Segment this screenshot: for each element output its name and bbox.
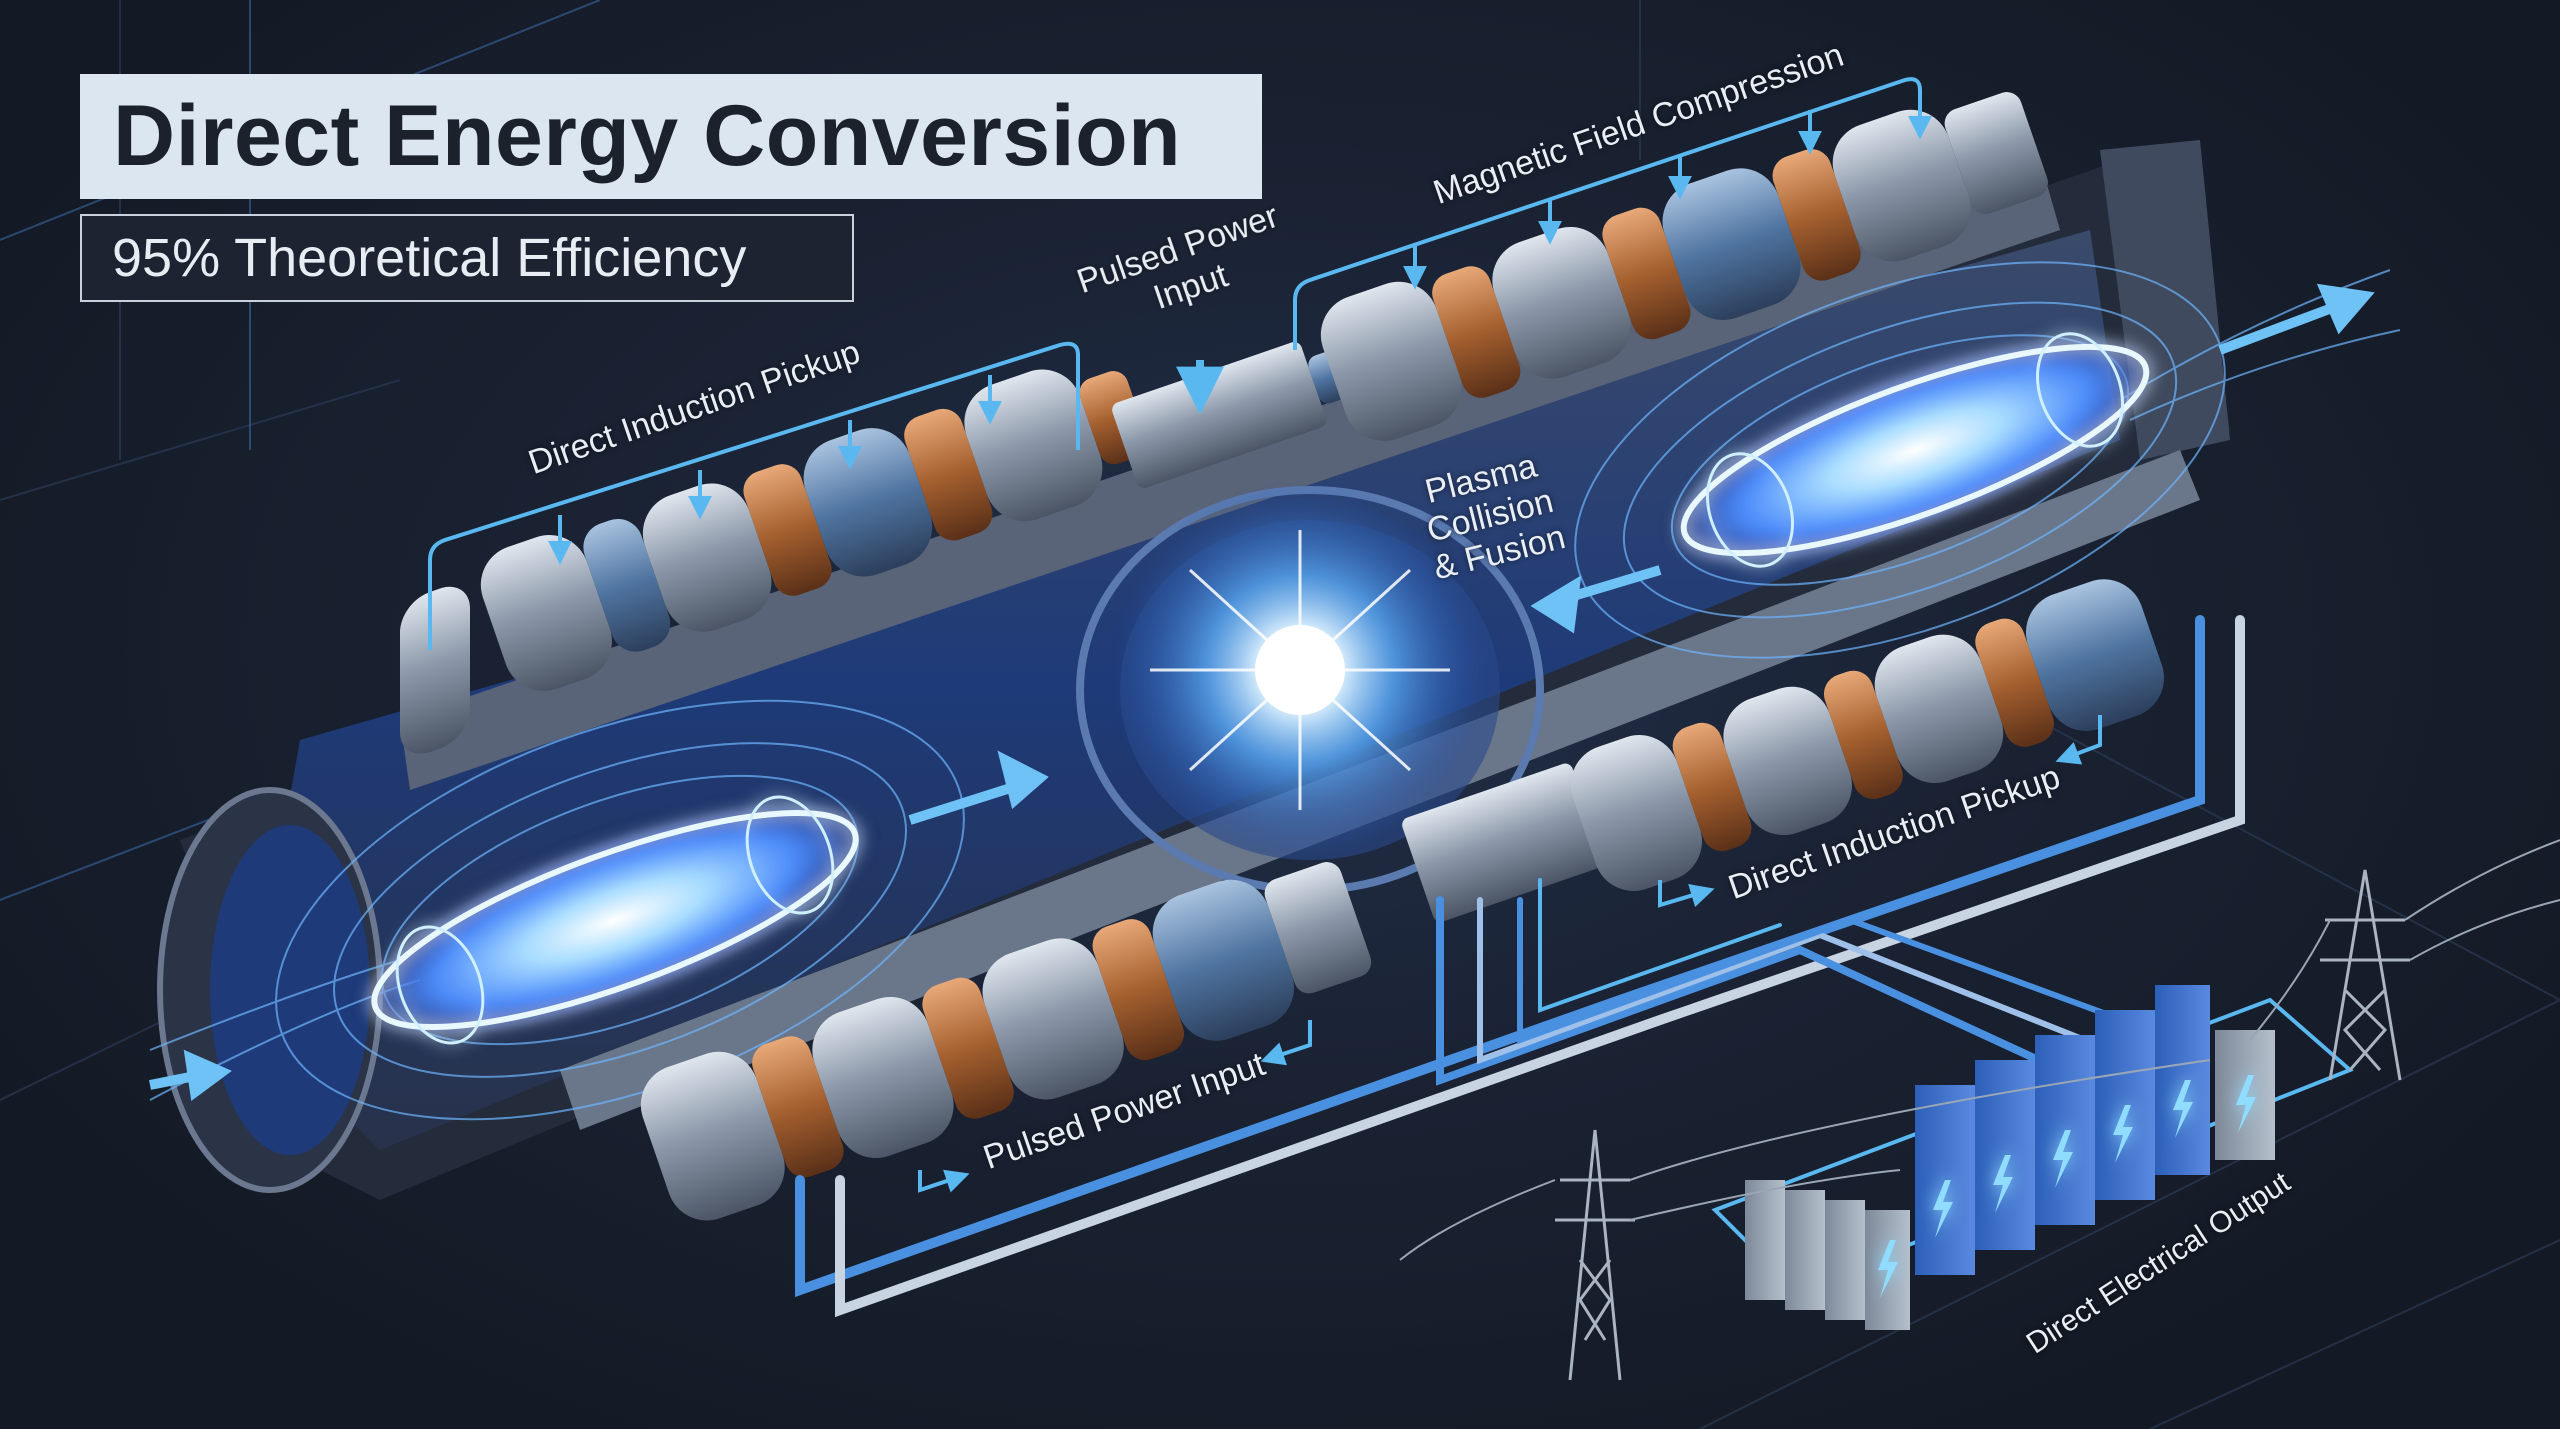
battery-bank: [1711, 985, 2354, 1330]
left-plasmoid: [359, 795, 871, 1045]
page-title: Direct Energy Conversion: [113, 88, 1182, 184]
lightning-bolt-icon: [1878, 1075, 2256, 1298]
annotation-brackets: [428, 77, 2102, 1193]
right-plasmoid: [1669, 332, 2161, 568]
efficiency-subtitle: 95% Theoretical Efficiency: [112, 228, 747, 288]
lower-connector-block: [1402, 763, 1604, 922]
transmission-tower-right: [2320, 869, 2410, 1081]
lower-left-coils: [640, 862, 1372, 1221]
subtitle-banner: 95% Theoretical Efficiency: [80, 214, 854, 302]
transmission-tower-left: [1555, 1129, 1635, 1381]
upper-right-coils: [1320, 92, 2048, 441]
upper-left-coils: [400, 369, 1148, 754]
lower-right-coils: [1570, 579, 2165, 891]
plasma-flow-arrows: [149, 283, 2375, 1101]
power-lines: [1399, 839, 2560, 1261]
central-fusion-flash: [1076, 480, 1544, 894]
power-conduits: [795, 615, 2245, 1318]
gray-cells-left: [1745, 1180, 1910, 1330]
title-banner: Direct Energy Conversion: [80, 74, 1262, 199]
